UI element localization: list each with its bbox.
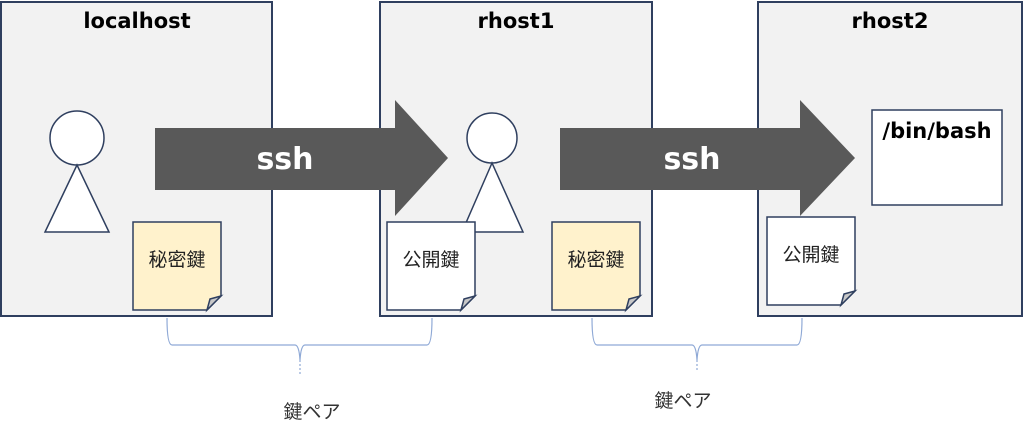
shell-label: /bin/bash bbox=[882, 119, 991, 143]
ssh-label: ssh bbox=[663, 142, 720, 177]
private-key-label: 秘密鍵 bbox=[567, 249, 624, 271]
public-key-label: 公開鍵 bbox=[782, 244, 839, 266]
shell-box: /bin/bash bbox=[871, 109, 1003, 206]
host-title: localhost bbox=[83, 9, 190, 33]
public-key-label: 公開鍵 bbox=[402, 249, 459, 271]
public-key-note: 公開鍵 bbox=[386, 221, 478, 313]
ssh-arrow-2: ssh bbox=[560, 100, 855, 216]
private-key-label: 秘密鍵 bbox=[148, 249, 205, 271]
private-key-note: 秘密鍵 bbox=[551, 221, 643, 313]
host-title: rhost2 bbox=[852, 9, 929, 33]
user-icon bbox=[460, 112, 525, 233]
key-pair-label: 鍵ペア bbox=[283, 401, 340, 423]
key-pair-brace-1: 鍵ペア bbox=[166, 317, 433, 423]
user-icon bbox=[43, 110, 111, 233]
public-key-note: 公開鍵 bbox=[766, 216, 858, 308]
host-title: rhost1 bbox=[478, 9, 555, 33]
key-pair-brace-2: 鍵ペア bbox=[591, 317, 803, 412]
key-pair-label: 鍵ペア bbox=[654, 390, 711, 412]
private-key-note: 秘密鍵 bbox=[132, 221, 224, 313]
ssh-label: ssh bbox=[256, 142, 313, 177]
ssh-arrow-1: ssh bbox=[155, 100, 448, 216]
